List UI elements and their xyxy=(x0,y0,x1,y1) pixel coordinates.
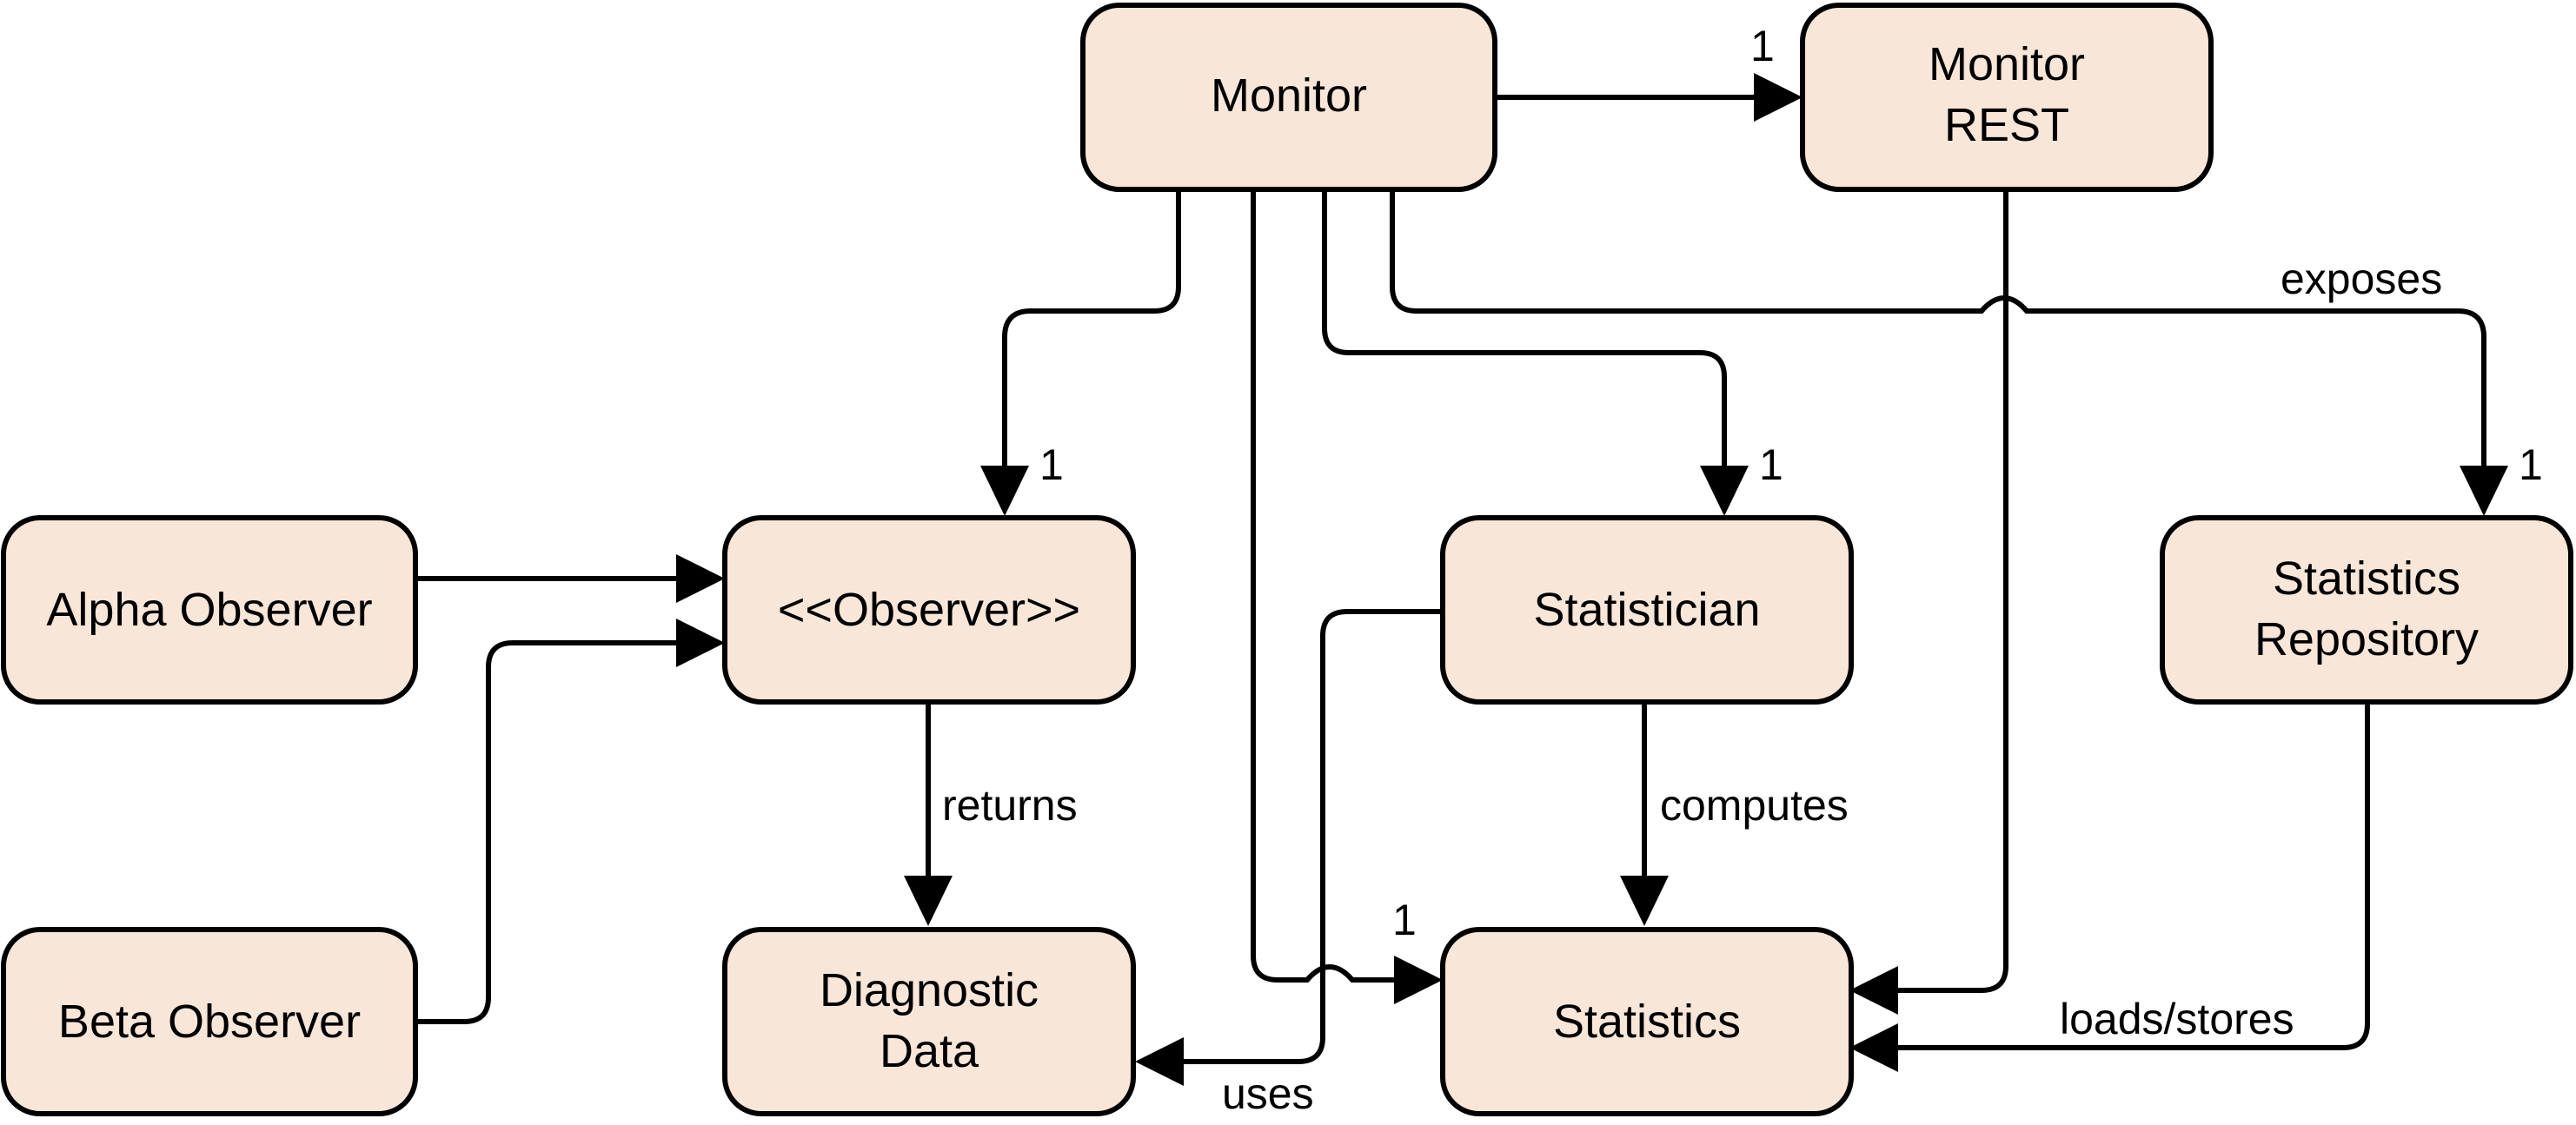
box-statistics: Statistics xyxy=(1440,927,1854,1116)
label-uses: uses xyxy=(1222,1069,1314,1118)
box-statistics-line-1: Statistics xyxy=(1553,996,1741,1048)
box-monitor-rest: Monitor REST xyxy=(1800,3,2214,192)
arrowhead-observer xyxy=(980,466,1029,516)
edge-monitor-to-observer xyxy=(1002,189,1181,469)
arrowhead-statistics-from-rest xyxy=(1849,966,1898,1015)
box-monitor-line-1: Monitor xyxy=(1211,69,1367,122)
box-statistics-repository-line-1: Statistics xyxy=(2273,553,2460,605)
arrowhead-observer-from-beta xyxy=(676,619,725,667)
label-loads-stores: loads/stores xyxy=(2060,995,2294,1043)
box-monitor-rest-line-2: REST xyxy=(1944,99,2069,151)
box-monitor-rest-line-1: Monitor xyxy=(1929,38,2085,90)
arrowhead-statistician xyxy=(1700,466,1749,516)
multiplicity-statistician: 1 xyxy=(1759,440,1783,489)
label-computes: computes xyxy=(1660,781,1849,830)
edge-monitor-to-statistics xyxy=(1251,189,1398,983)
arrowhead-observer-from-alpha xyxy=(676,554,725,603)
label-exposes: exposes xyxy=(2281,255,2442,303)
arrowhead-statistics-from-statistician xyxy=(1620,876,1669,926)
edge-monitor-to-statistician xyxy=(1322,189,1727,469)
box-alpha-observer-line-1: Alpha Observer xyxy=(46,584,372,636)
edge-monitor-to-repository xyxy=(1390,189,2486,469)
box-statistician-line-1: Statistician xyxy=(1533,584,1760,636)
arrowhead-diagnostic-data-from-observer xyxy=(904,876,953,926)
label-returns: returns xyxy=(942,781,1078,830)
box-beta-observer: Beta Observer xyxy=(1,927,418,1116)
multiplicity-statistics: 1 xyxy=(1392,896,1417,944)
box-statistician: Statistician xyxy=(1440,515,1854,705)
box-diagnostic-data-line-2: Data xyxy=(880,1025,979,1077)
multiplicity-monitor-rest: 1 xyxy=(1750,22,1775,70)
box-observer-interface: <<Observer>> xyxy=(722,515,1136,705)
box-beta-observer-line-1: Beta Observer xyxy=(58,996,361,1048)
box-monitor: Monitor xyxy=(1080,3,1497,192)
arrowhead-statistics-from-monitor xyxy=(1394,956,1443,1004)
box-alpha-observer: Alpha Observer xyxy=(1,515,418,705)
edge-statistician-to-diagnostic-data xyxy=(1182,609,1443,1064)
multiplicity-observer: 1 xyxy=(1039,440,1064,489)
arrowhead-statistics-from-repository xyxy=(1849,1023,1898,1072)
edge-repository-to-statistics xyxy=(1895,702,2370,1050)
box-diagnostic-data: Diagnostic Data xyxy=(722,927,1136,1116)
box-observer-interface-line-1: <<Observer>> xyxy=(778,584,1080,636)
box-diagnostic-data-line-1: Diagnostic xyxy=(820,964,1039,1016)
edge-monitor-rest-to-statistics xyxy=(1895,189,2008,993)
box-statistics-repository: Statistics Repository xyxy=(2160,515,2573,705)
arrowhead-monitor-rest xyxy=(1754,73,1803,122)
arrowhead-diagnostic-data-from-statistician xyxy=(1135,1037,1184,1086)
arrowhead-repository xyxy=(2460,466,2508,516)
edge-beta-to-observer xyxy=(415,640,678,1024)
multiplicity-repository: 1 xyxy=(2519,440,2543,489)
box-statistics-repository-line-2: Repository xyxy=(2254,613,2479,665)
